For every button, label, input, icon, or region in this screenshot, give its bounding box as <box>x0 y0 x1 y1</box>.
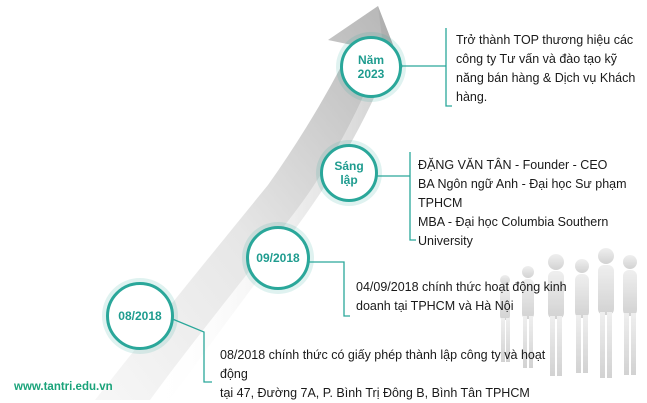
milestone-badge-09-2018: 09/2018 <box>246 226 310 290</box>
website-link[interactable]: www.tantri.edu.vn <box>14 381 113 393</box>
connector-09-2018 <box>306 261 350 317</box>
text-line: Trở thành TOP thương hiệu các <box>456 33 634 47</box>
bracket-2023 <box>445 28 452 107</box>
milestone-text-2023: Trở thành TOP thương hiệu các công ty Tư… <box>456 31 636 107</box>
badge-line: Sáng <box>334 158 364 173</box>
badge-line: Năm <box>357 52 384 67</box>
milestone-text-sang-lap: ĐẶNG VĂN TÂN - Founder - CEO BA Ngôn ngữ… <box>418 156 633 251</box>
text-line: công ty Tư vấn và đào tạo kỹ <box>456 52 618 66</box>
milestone-badge-sang-lap: Sáng lập <box>320 144 378 202</box>
connector-08-2018 <box>169 317 212 383</box>
text-line: doanh tại TPHCM và Hà Nội <box>356 299 514 313</box>
badge-line: 2023 <box>357 67 385 81</box>
badge-line: 08/2018 <box>118 308 162 323</box>
milestone-text-09-2018: 04/09/2018 chính thức hoạt động kinh doa… <box>356 278 586 316</box>
milestone-badge-2023: Năm 2023 <box>340 36 402 98</box>
text-line: BA Ngôn ngữ Anh - Đại học Sư phạm <box>418 177 627 191</box>
milestone-text-08-2018: 08/2018 chính thức có giấy phép thành lậ… <box>220 346 550 403</box>
badge-line: 09/2018 <box>256 250 300 265</box>
text-line: 04/09/2018 chính thức hoạt động kinh <box>356 280 567 294</box>
text-line: University <box>418 234 473 248</box>
people-silhouettes <box>500 248 637 378</box>
text-line: năng bán hàng & Dịch vụ Khách <box>456 71 636 85</box>
text-line: MBA - Đại học Columbia Southern <box>418 215 609 229</box>
text-line: ĐẶNG VĂN TÂN - Founder - CEO <box>418 158 608 172</box>
growth-arrow <box>95 6 402 400</box>
text-line: 08/2018 chính thức có giấy phép thành lậ… <box>220 348 546 381</box>
text-line: tại 47, Đường 7A, P. Bình Trị Đông B, Bì… <box>220 386 530 400</box>
milestone-badge-08-2018: 08/2018 <box>106 282 174 350</box>
text-line: TPHCM <box>418 196 463 210</box>
bracket-sang-lap <box>409 152 416 241</box>
badge-line: lập <box>340 173 358 187</box>
text-line: hàng. <box>456 90 488 104</box>
